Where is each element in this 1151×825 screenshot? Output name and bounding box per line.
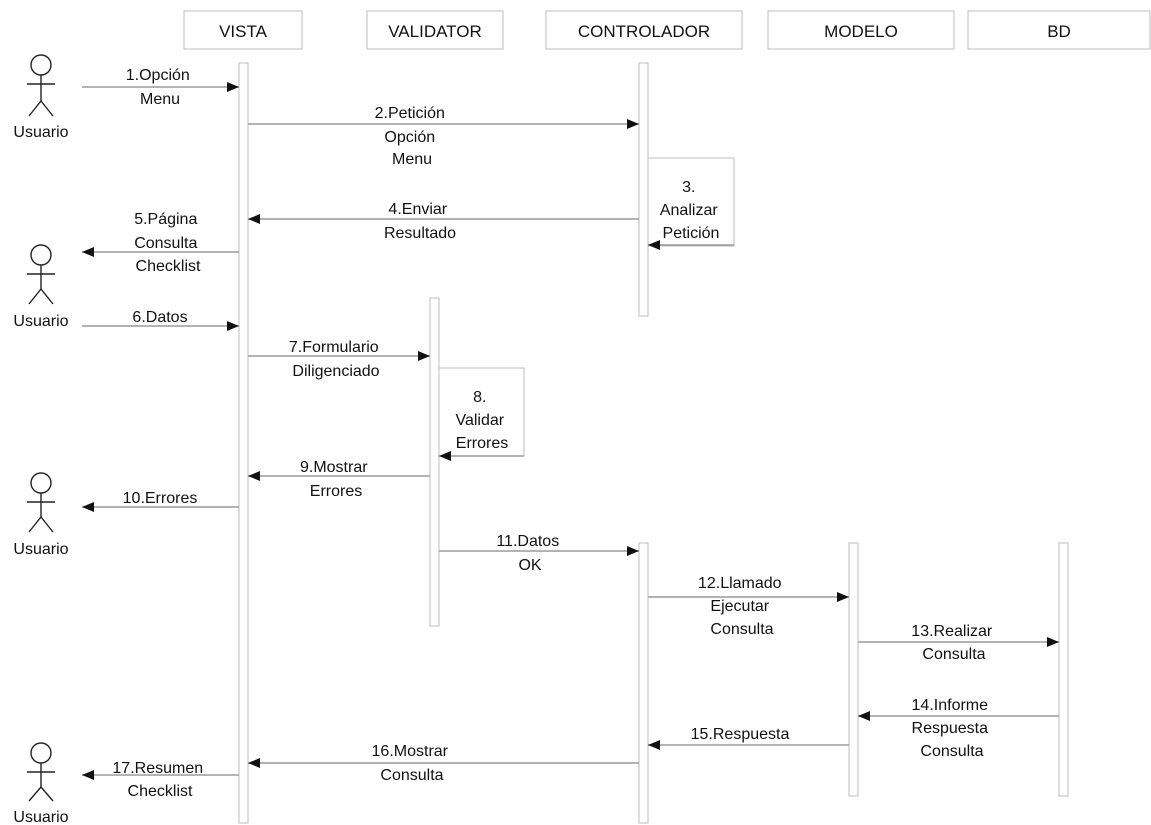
actor-usuario-4 xyxy=(27,742,55,802)
participant-bd-label: BD xyxy=(1047,22,1071,41)
activation-controlador-1 xyxy=(638,62,649,317)
message-5-label: 5.Página Consulta Checklist xyxy=(134,211,202,275)
message-6-label: 6.Datos xyxy=(132,309,187,326)
participant-modelo-label: MODELO xyxy=(824,22,898,41)
self-call-box-analizar xyxy=(647,157,735,247)
message-8-label: 8. Validar Errores xyxy=(455,389,508,452)
actor-usuario-4-label: Usuario xyxy=(13,809,68,825)
actor-usuario-1-label: Usuario xyxy=(13,124,68,141)
message-10-label: 10.Errores xyxy=(123,490,198,507)
message-4-label: 4.Enviar Resultado xyxy=(384,201,456,242)
participant-controlador: CONTROLADOR xyxy=(545,10,743,50)
activation-validator xyxy=(429,297,440,627)
message-12-label: 12.Llamado Ejecutar Consulta xyxy=(698,575,786,638)
message-15-label: 15.Respuesta xyxy=(691,726,790,743)
participant-validator: VALIDATOR xyxy=(366,10,504,50)
participant-vista: VISTA xyxy=(183,10,303,50)
actor-usuario-2 xyxy=(27,244,55,305)
activation-vista xyxy=(238,62,249,824)
participant-bd: BD xyxy=(967,10,1151,50)
message-14-label: 14.Informe Respuesta Consulta xyxy=(912,697,993,760)
participant-modelo: MODELO xyxy=(767,10,955,50)
message-9-label: 9.Mostrar Errores xyxy=(300,459,372,500)
participant-controlador-label: CONTROLADOR xyxy=(578,22,710,41)
message-3-label: 3. Analizar Petición xyxy=(660,179,722,242)
message-17-label: 17.Resumen Checklist xyxy=(112,760,207,800)
activation-bd xyxy=(1058,542,1069,797)
actor-usuario-3 xyxy=(27,472,55,533)
message-7-label: 7.Formulario Diligenciado xyxy=(289,339,383,380)
participant-vista-label: VISTA xyxy=(219,22,268,41)
actor-usuario-2-label: Usuario xyxy=(13,313,68,330)
message-1-label: 1.Opción Menu xyxy=(126,67,195,108)
message-16-label: 16.Mostrar Consulta xyxy=(372,743,453,784)
actor-usuario-3-label: Usuario xyxy=(13,541,68,558)
message-2-label: 2.Petición Opción Menu xyxy=(375,105,450,168)
actor-usuario-1 xyxy=(27,54,55,117)
activation-controlador-2 xyxy=(638,542,649,824)
message-13-label: 13.Realizar Consulta xyxy=(911,623,996,663)
message-11-label: 11.Datos OK xyxy=(496,533,563,574)
participant-validator-label: VALIDATOR xyxy=(388,22,482,41)
activation-modelo xyxy=(848,542,859,797)
